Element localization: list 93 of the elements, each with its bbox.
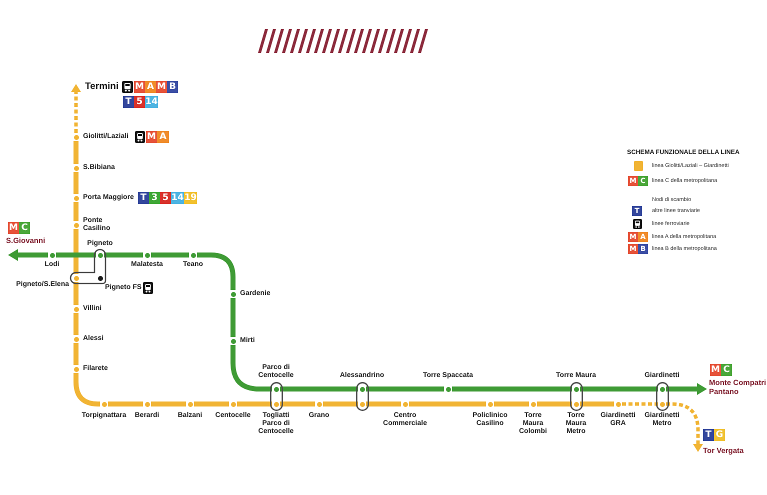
route-line (74, 202, 78, 221)
station-dot (316, 402, 322, 406)
route-line (452, 386, 572, 392)
route-line (74, 343, 78, 365)
interchange-capsule (270, 382, 282, 410)
route-line (56, 252, 96, 258)
station-dot (74, 166, 78, 170)
line-badge: 5 (134, 96, 145, 108)
line-badge: 14 (171, 192, 184, 204)
station-dot (230, 292, 236, 296)
route-line (230, 345, 272, 392)
route-line (537, 402, 572, 406)
station-dot (488, 402, 492, 406)
route-line (366, 402, 401, 406)
station-dot (230, 338, 236, 344)
route-line (230, 298, 236, 337)
terminus-name: Termini (77, 81, 119, 92)
station-dot (446, 386, 450, 392)
station-dot (402, 402, 408, 406)
station-dot (274, 386, 278, 392)
station-dot (144, 402, 150, 406)
station-dot (144, 252, 150, 258)
line-badge: C (19, 222, 30, 234)
route-line (74, 313, 78, 335)
line-badge: G (714, 429, 725, 441)
station-dot (74, 366, 78, 372)
line-badge: A (157, 131, 169, 143)
route-line (74, 282, 78, 305)
route-line (151, 252, 189, 258)
station-dot (660, 402, 664, 406)
line-badge: M (710, 364, 721, 376)
line-badge: M (8, 222, 19, 234)
route-line (74, 141, 78, 164)
station-dot (188, 402, 192, 406)
route-line (237, 402, 272, 406)
station-dot (98, 276, 102, 280)
station-dot (574, 386, 578, 392)
line-badge: 5 (160, 192, 171, 204)
line-badge: C (721, 364, 732, 376)
route-line (108, 402, 143, 406)
route-line (323, 402, 358, 406)
route-arrow (8, 249, 48, 261)
station-dot (74, 222, 78, 228)
station-dot (98, 252, 102, 258)
line-badge: T (123, 96, 134, 108)
route-line (280, 402, 315, 406)
route-arrow (666, 383, 707, 395)
route-line (366, 386, 444, 392)
station-dot (50, 252, 54, 258)
station-dot (74, 306, 78, 312)
station-dot (530, 402, 536, 406)
route-line (151, 402, 186, 406)
route-line (104, 252, 143, 258)
station-dot (74, 276, 78, 280)
station-dot (274, 402, 278, 406)
interchange-capsule (356, 382, 368, 410)
interchange-outline (70, 249, 106, 284)
station-dot (190, 252, 196, 258)
station-dot (360, 402, 364, 406)
interchange-capsule (656, 382, 668, 410)
station-dot (616, 402, 620, 406)
line-badge: T (703, 429, 714, 441)
route-line (280, 386, 358, 392)
line-badge: 3 (149, 192, 160, 204)
station-dot (660, 386, 664, 392)
station-dot (574, 402, 578, 406)
line-badge: 14 (145, 96, 158, 108)
route-line (494, 402, 529, 406)
route-line (74, 172, 78, 194)
route-line (580, 386, 658, 392)
station-dot (74, 336, 78, 342)
route-line (194, 402, 229, 406)
interchange-capsule (570, 382, 582, 410)
route-line (409, 402, 486, 406)
line-badge: M (134, 81, 145, 93)
line-badge: M (156, 81, 167, 93)
route-line (74, 229, 78, 274)
line-badge: 19 (184, 192, 197, 204)
line-badge: A (145, 81, 156, 93)
station-dot (74, 134, 78, 140)
route-arrow (666, 402, 703, 452)
route-line (74, 373, 100, 406)
station-dot (360, 386, 364, 392)
line-badge: T (138, 192, 149, 204)
route-arrow (71, 84, 81, 133)
station-dot (102, 402, 106, 406)
station-dot (230, 402, 236, 406)
station-dot (74, 196, 78, 200)
line-badge: B (167, 81, 178, 93)
line-badge: M (146, 131, 157, 143)
route-line (197, 252, 236, 290)
route-line (580, 402, 614, 406)
route-line (622, 402, 658, 406)
